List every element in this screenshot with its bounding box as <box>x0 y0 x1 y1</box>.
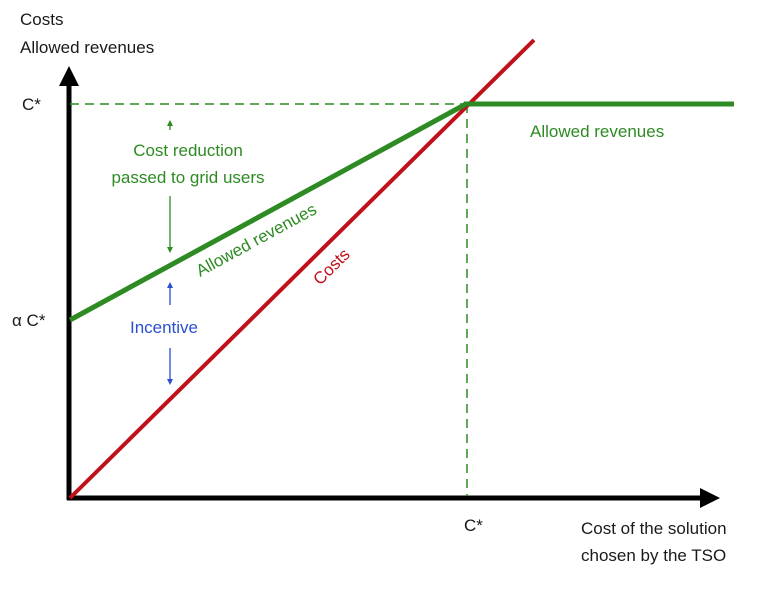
x-tick-cstar: C* <box>464 516 483 535</box>
x-axis-title-line1: Cost of the solution <box>581 519 727 538</box>
x-axis-title-line2: chosen by the TSO <box>581 546 726 565</box>
costs-line-label: Costs <box>309 245 353 289</box>
y-tick-cstar: C* <box>22 95 41 114</box>
costs-line <box>68 38 536 500</box>
allowed-revenues-sloped-line <box>68 101 468 323</box>
cost-reduction-label-line1: Cost reduction <box>133 141 243 160</box>
y-axis-arrowhead <box>59 66 79 86</box>
allowed-revenues-flat-label: Allowed revenues <box>530 122 664 141</box>
x-axis-arrowhead <box>700 488 720 508</box>
cost-reduction-label-line2: passed to grid users <box>111 168 264 187</box>
incentive-label: Incentive <box>130 318 198 337</box>
y-axis-title-line2: Allowed revenues <box>20 38 154 57</box>
y-axis-title-line1: Costs <box>20 10 63 29</box>
y-tick-alpha-cstar: α C* <box>12 311 46 330</box>
